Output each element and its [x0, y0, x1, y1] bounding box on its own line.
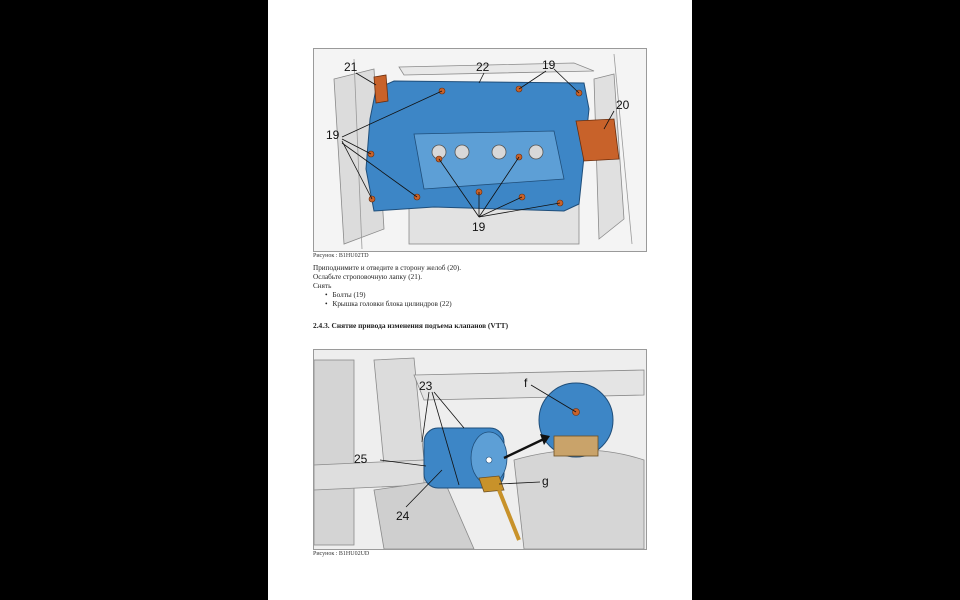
section-heading: 2.4.3. Снятие привода изменения подъема …	[313, 321, 509, 330]
document-page: 21 22 19 20 19 19 Рисунок : B1HU02TD При…	[268, 0, 692, 600]
label-f: f	[524, 376, 528, 390]
label-23: 23	[419, 379, 433, 393]
instruction-bullets: Болты (19) Крышка головки блока цилиндро…	[325, 291, 452, 309]
connector-bracket-shape	[478, 475, 505, 493]
label-19-bottom: 19	[472, 220, 486, 234]
gutter-shape	[575, 118, 620, 162]
bullet-item: Крышка головки блока цилиндров (22)	[325, 300, 452, 309]
label-21: 21	[344, 60, 358, 74]
instruction-line-1: Приподнимите и отведите в сторону желоб …	[313, 264, 462, 272]
figure-2-illustration: 23 f 25 g 24	[314, 350, 646, 549]
instruction-line-2: Ослабьте строповочную лапку (21).	[313, 273, 423, 281]
label-22: 22	[476, 60, 490, 74]
figure-1-caption: Рисунок : B1HU02TD	[313, 253, 369, 259]
bullet-item: Болты (19)	[325, 291, 452, 300]
label-25: 25	[354, 452, 368, 466]
label-20: 20	[616, 98, 630, 112]
label-19-left: 19	[326, 128, 340, 142]
label-g: g	[542, 474, 549, 488]
figure-vtt-actuator: 23 f 25 g 24	[313, 349, 647, 550]
label-19-top: 19	[542, 58, 556, 72]
label-24: 24	[396, 509, 410, 523]
figure-2-caption: Рисунок : B1HU02UD	[313, 551, 370, 557]
figure-cylinder-head-cover: 21 22 19 20 19 19	[313, 48, 647, 252]
lifting-bracket-shape	[373, 74, 389, 104]
figure-1-illustration: 21 22 19 20 19 19	[314, 49, 646, 251]
instruction-line-3: Снять	[313, 282, 332, 290]
